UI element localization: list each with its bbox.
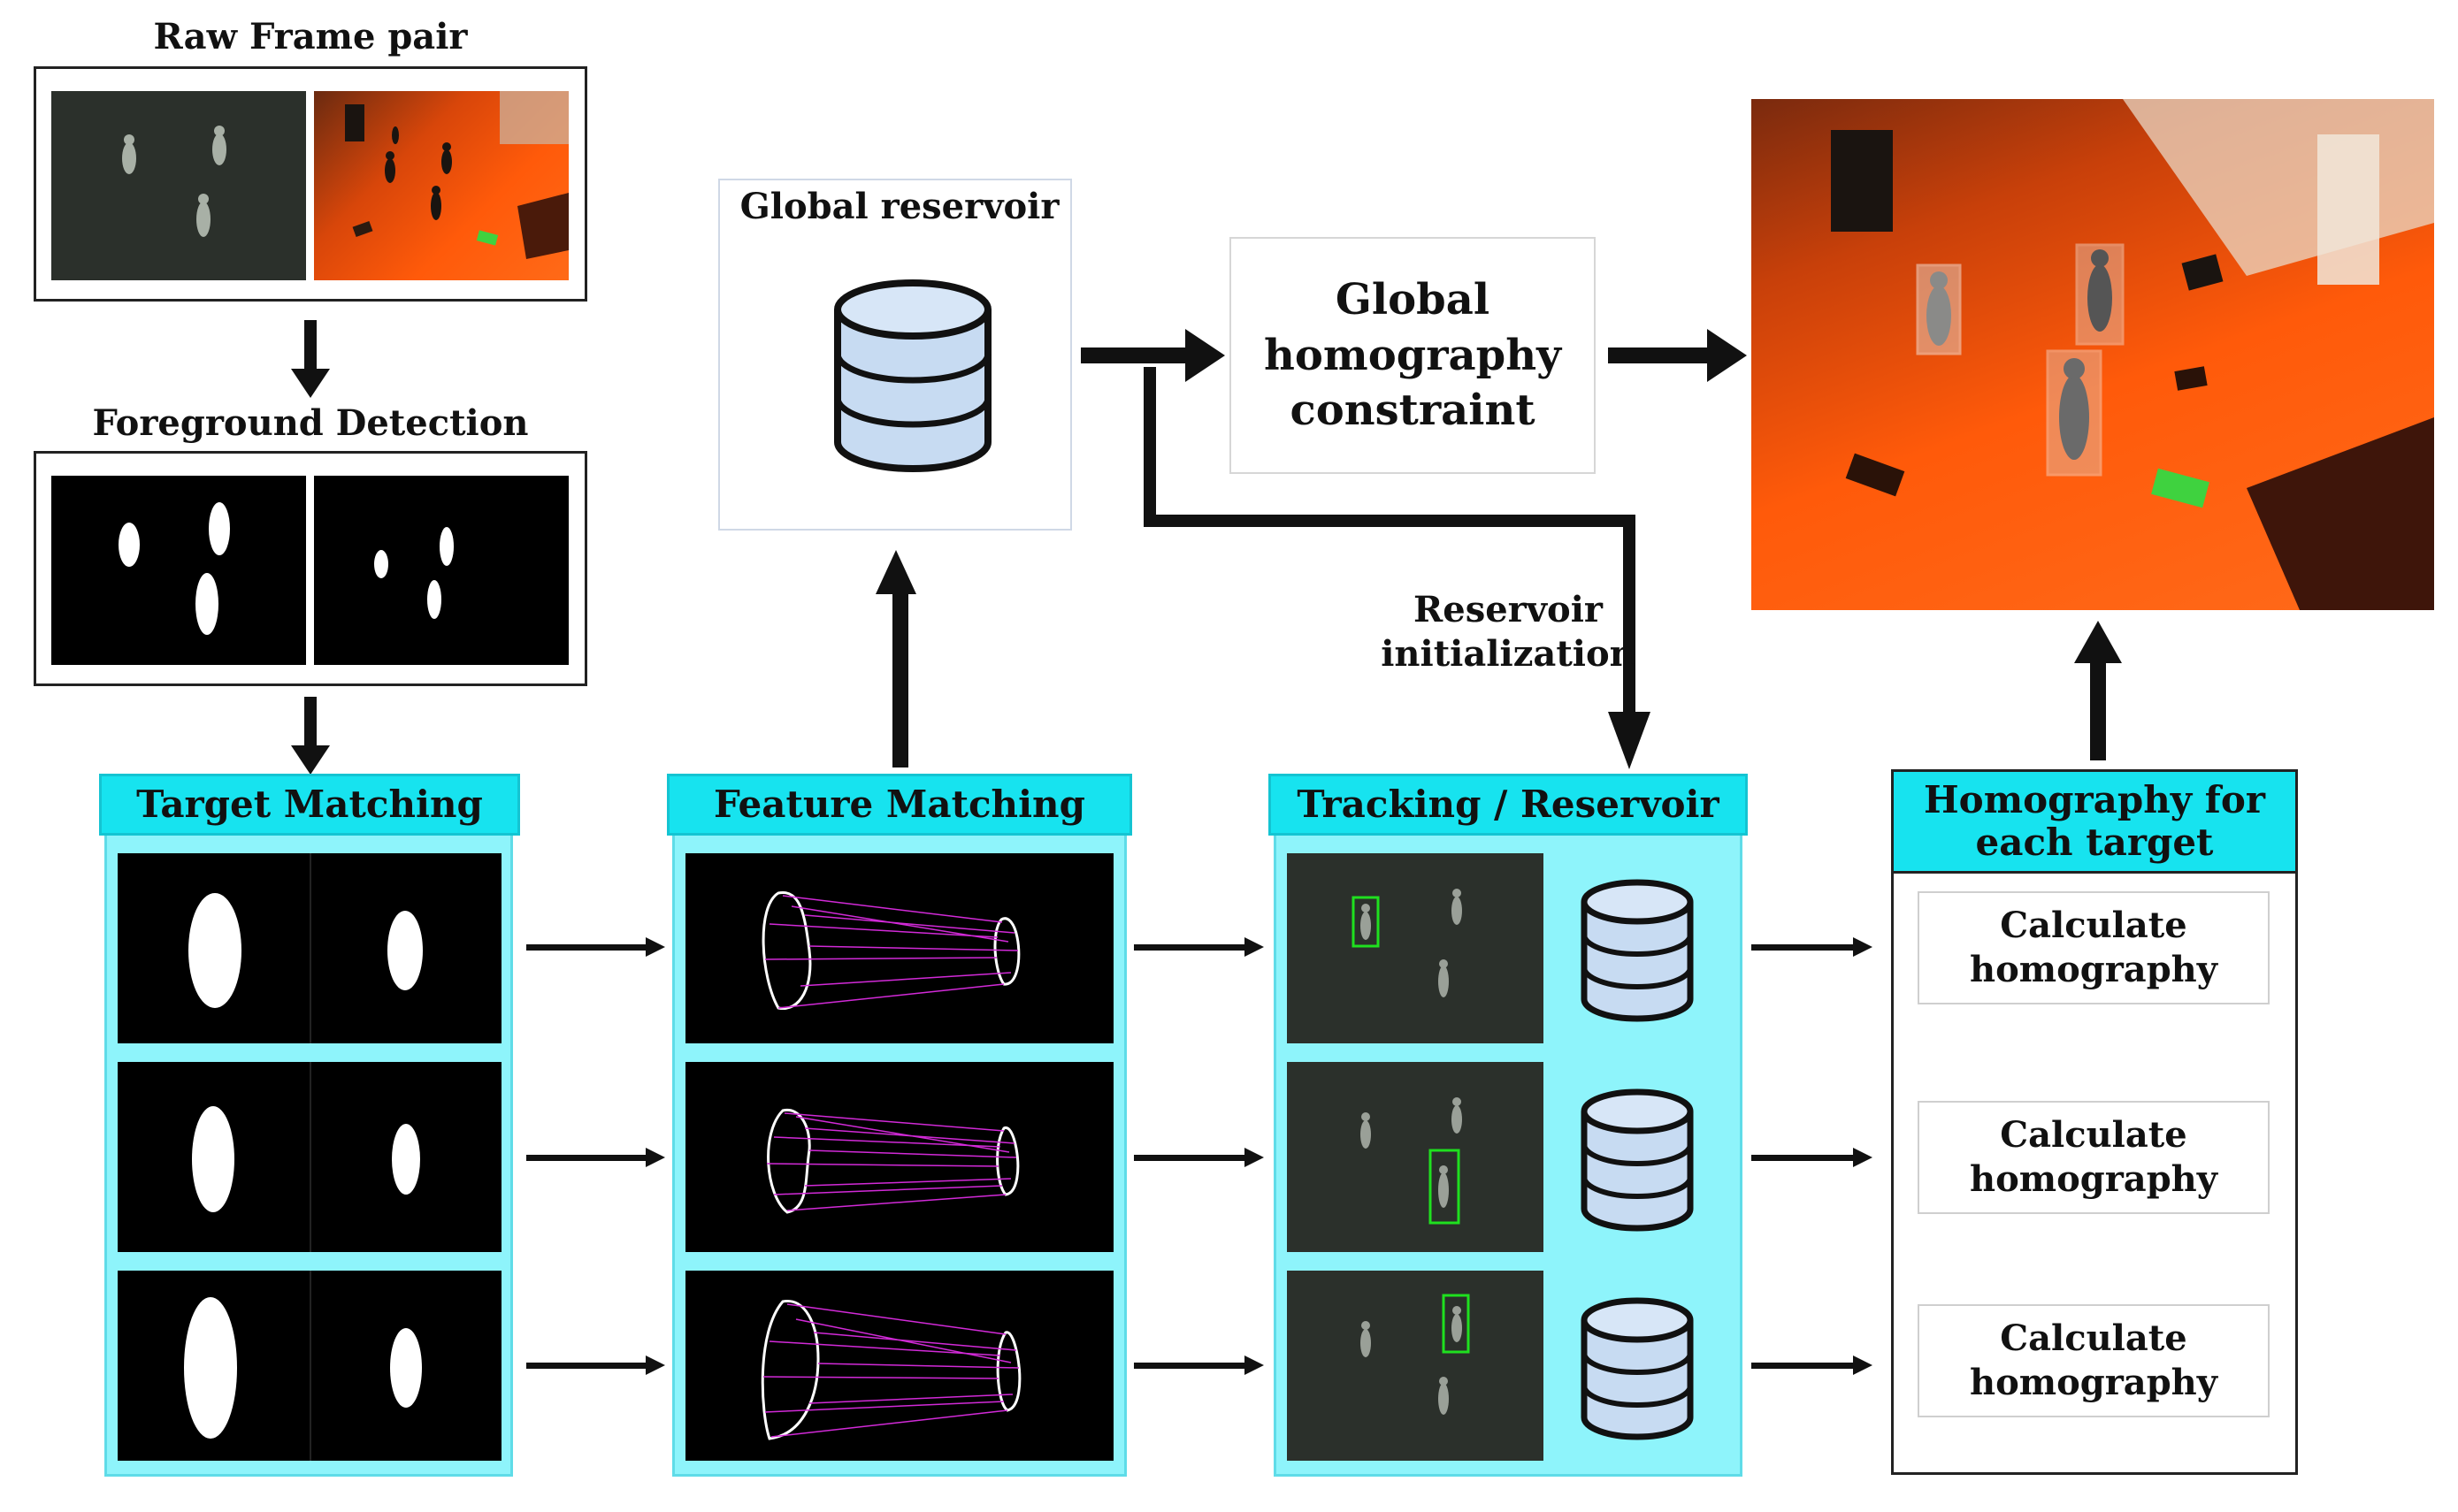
target-blobs-1 [188, 853, 423, 1043]
calculate-homography-box-2: Calculate homography [1918, 1101, 2270, 1214]
tracking-frame-1 [1287, 853, 1543, 1043]
homography-each-header: Homography for each target [1891, 769, 2298, 874]
target-blobs-2 [192, 1062, 420, 1252]
foreground-mask-left [51, 476, 306, 665]
row-arrows [526, 937, 1872, 1375]
target-matching-header: Target Matching [99, 774, 520, 836]
global-homography-box: Global homography constraint [1229, 237, 1596, 474]
feature-pair-3 [685, 1271, 1114, 1461]
calculate-homography-box-3: Calculate homography [1918, 1304, 2270, 1417]
calc-1-line1: Calculate [2000, 905, 2187, 946]
foreground-mask-right [314, 476, 569, 665]
feature-lines-3 [761, 1300, 1022, 1440]
global-reservoir-title: Global reservoir [739, 186, 1060, 227]
arrow-up-icon [2074, 621, 2122, 760]
target-pair-2 [118, 1062, 502, 1252]
global-homography-line3: constraint [1290, 386, 1535, 436]
feature-lines-1 [762, 891, 1021, 1010]
calc-2-line1: Calculate [2000, 1114, 2187, 1156]
visible-frame [314, 91, 569, 280]
global-homography-line2: homography [1263, 330, 1562, 380]
blob-shapes [374, 527, 454, 619]
calc-1-line2: homography [1969, 949, 2218, 990]
feature-lines-2 [766, 1108, 1020, 1214]
tracking-header: Tracking / Reservoir [1268, 774, 1748, 836]
output-scene [1831, 99, 2434, 610]
calc-3-line2: homography [1969, 1362, 2218, 1403]
feature-pair-1 [685, 853, 1114, 1043]
thermal-people [122, 126, 226, 237]
tracking-people-3 [1360, 1294, 1470, 1415]
raw-frame-title: Raw Frame pair [153, 16, 468, 57]
reservoir-init-line2: initialization [1381, 633, 1635, 675]
feature-matching-header: Feature Matching [667, 774, 1132, 836]
reservoir-init-label: Reservoir initialization [1380, 588, 1636, 676]
global-reservoir-box [718, 179, 1072, 531]
blob-shapes [119, 502, 230, 635]
foreground-detection-title: Foreground Detection [92, 402, 529, 444]
reservoir-init-line1: Reservoir [1413, 589, 1603, 630]
target-pair-1 [118, 853, 502, 1043]
tracking-people-1 [1352, 889, 1462, 997]
arrow-down-icon [291, 320, 330, 398]
visible-scene [345, 91, 569, 259]
arrow-right-icon [1608, 329, 1747, 382]
output-frame [1751, 99, 2434, 610]
tracking-people-2 [1360, 1097, 1462, 1225]
foreground-box [34, 451, 587, 686]
target-pair-3 [118, 1271, 502, 1461]
database-icon [834, 279, 992, 472]
homography-each-line1: Homography for [1924, 777, 2265, 821]
raw-frame-box [34, 66, 587, 302]
database-icon [1581, 879, 1694, 1022]
calc-3-line1: Calculate [2000, 1317, 2187, 1359]
tracking-frame-2 [1287, 1062, 1543, 1252]
tracking-frame-3 [1287, 1271, 1543, 1461]
target-blobs-3 [184, 1271, 422, 1461]
reservoir-init-connector [1144, 367, 1650, 769]
calculate-homography-box-1: Calculate homography [1918, 891, 2270, 1004]
database-icon [1581, 1088, 1694, 1232]
arrow-up-icon [876, 550, 916, 767]
arrow-down-icon [291, 697, 330, 775]
feature-pair-2 [685, 1062, 1114, 1252]
arrow-right-icon [1081, 329, 1225, 382]
global-homography-line1: Global [1335, 275, 1490, 325]
database-icon [1581, 1297, 1694, 1440]
calc-2-line2: homography [1969, 1158, 2218, 1200]
homography-each-line2: each target [1975, 821, 2214, 864]
thermal-frame [51, 91, 306, 280]
